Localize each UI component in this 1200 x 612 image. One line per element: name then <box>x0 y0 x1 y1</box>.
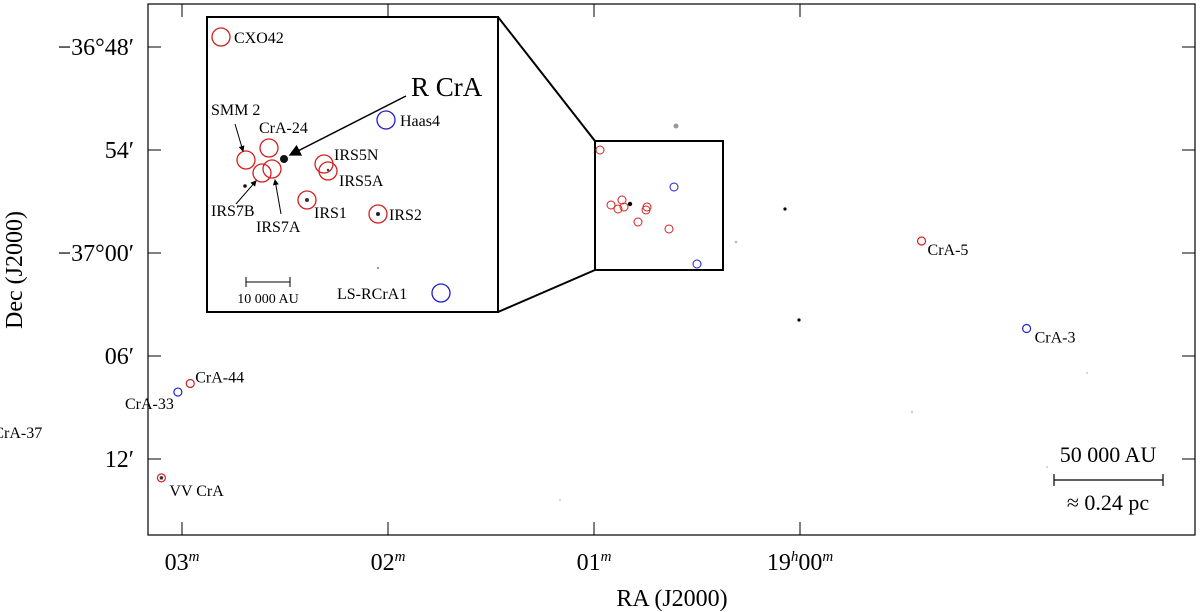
irs5n-label: IRS5N <box>334 147 379 164</box>
field-star <box>734 240 738 244</box>
source-label: CrA-33 <box>125 396 174 413</box>
field-star <box>559 499 561 501</box>
irs7a-label: IRS7A <box>256 219 301 236</box>
inset-star <box>305 198 309 202</box>
inset-scale-label: 10 000 AU <box>237 292 298 307</box>
scale-bar-equivalent: ≈ 0.24 pc <box>1067 490 1150 515</box>
field-star <box>783 207 787 211</box>
x-axis-label: RA (J2000) <box>616 586 727 612</box>
inset-star <box>376 212 380 216</box>
field-star <box>673 123 679 129</box>
irs1-label: IRS1 <box>314 205 347 222</box>
zoom-region-markers <box>595 145 702 269</box>
zoom-connector-top <box>497 16 596 142</box>
irs7b-marker <box>252 163 272 183</box>
red-source-marker <box>595 145 605 155</box>
inset-panel: R CrA CXO42 Haas4 CrA-24 SMM 2 IRS5N IRS… <box>206 16 499 313</box>
blue-source-marker <box>1021 323 1032 334</box>
y-axis-ticks: −36°48′ 54′ −37°00′ 06′ 12′ <box>58 35 1195 473</box>
cxo42-marker <box>211 27 231 47</box>
red-source-marker <box>619 202 629 212</box>
y-tick-label: 06′ <box>105 344 134 370</box>
x-tick-label: 19h00m <box>767 549 834 576</box>
blue-source-marker <box>173 387 183 397</box>
cxo42-label: CXO42 <box>234 30 284 47</box>
x-tick-label: 02m <box>371 549 406 576</box>
cra24-label: CrA-24 <box>259 120 308 137</box>
red-source-marker <box>664 224 674 234</box>
y-tick-label: −37°00′ <box>58 241 134 267</box>
smm2-marker <box>236 150 256 170</box>
inset-star <box>243 184 247 188</box>
red-source-marker <box>641 205 651 215</box>
source-label: CrA-3 <box>1035 330 1076 347</box>
rcra-arrow <box>288 95 407 156</box>
irs7b-arrow <box>235 180 257 205</box>
irs2-label: IRS2 <box>389 207 422 224</box>
smm2-arrow <box>234 123 245 152</box>
smm2-label: SMM 2 <box>211 102 260 119</box>
inset-frame <box>206 16 499 313</box>
source-label: CrA-44 <box>195 369 244 386</box>
inset-star <box>376 266 380 270</box>
red-source-marker <box>633 217 643 227</box>
y-tick-label: 12′ <box>105 447 134 473</box>
scale-bar-length: 50 000 AU <box>1060 442 1157 467</box>
field-star <box>797 318 801 322</box>
red-source-marker <box>185 378 195 389</box>
zoom-region-box <box>594 140 724 271</box>
y-tick-label: 54′ <box>105 138 134 164</box>
irs7a-marker <box>262 159 282 179</box>
x-tick-label: 01m <box>577 549 612 576</box>
irs7a-arrow <box>272 179 282 215</box>
red-source-marker <box>916 236 927 246</box>
irs5a-marker <box>318 161 338 181</box>
red-source-marker <box>613 204 623 214</box>
source-label: CrA-37 <box>0 425 42 442</box>
haas4-marker <box>376 110 396 130</box>
rcra-star <box>280 155 288 163</box>
y-axis-label: Dec (J2000) <box>2 211 28 329</box>
red-source-marker <box>617 195 627 205</box>
ls-rcra1-label: LS-RCrA1 <box>337 286 407 303</box>
irs5a-label: IRS5A <box>339 173 384 190</box>
zoom-connector-bottom <box>497 269 596 313</box>
blue-source-marker <box>692 259 702 269</box>
inset-star <box>326 168 330 172</box>
x-axis-ticks: 04m03m02m01m19h00m <box>165 4 834 576</box>
rcra-title: R CrA <box>411 72 483 102</box>
field-star <box>1046 466 1048 468</box>
haas4-label: Haas4 <box>400 113 440 130</box>
irs1-marker <box>297 190 317 210</box>
source-label: VV CrA <box>169 483 224 500</box>
cra24-marker <box>259 138 279 158</box>
field-star <box>627 201 633 207</box>
blue-source-marker <box>669 182 679 192</box>
field-star <box>1086 372 1088 374</box>
scale-bar: 50 000 AU ≈ 0.24 pc <box>1053 442 1164 515</box>
field-star <box>910 410 914 414</box>
y-tick-label: −36°48′ <box>58 35 134 61</box>
irs2-marker <box>368 204 388 224</box>
x-tick-label: 03m <box>165 549 200 576</box>
irs7b-label: IRS7B <box>211 203 255 220</box>
red-source-marker <box>156 473 166 483</box>
source-star <box>159 476 164 480</box>
source-label: CrA-5 <box>928 242 969 259</box>
ls-rcra1-marker <box>431 283 451 303</box>
red-source-marker <box>606 200 616 210</box>
